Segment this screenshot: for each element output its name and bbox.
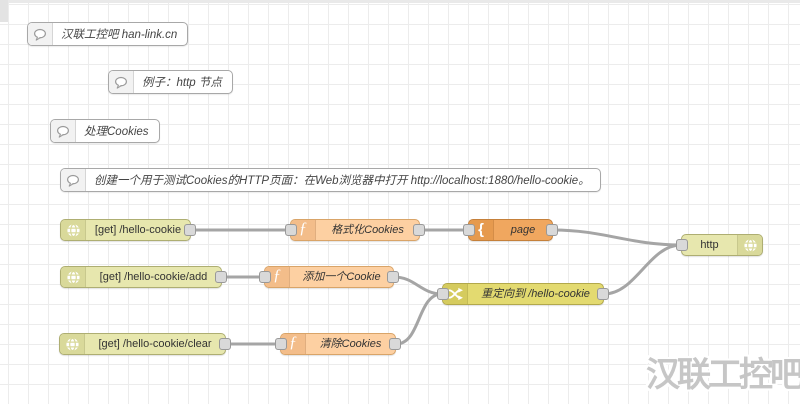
input-port[interactable] (275, 338, 287, 350)
output-port[interactable] (389, 338, 401, 350)
comment-node-handle-cookies[interactable]: 处理Cookies (50, 119, 160, 143)
node-label: 添加一个Cookie (302, 271, 381, 283)
output-port[interactable] (219, 338, 231, 350)
input-port[interactable] (437, 288, 449, 300)
node-label: 格式化Cookies (331, 224, 404, 236)
globe-icon (61, 267, 86, 287)
output-port[interactable] (546, 224, 558, 236)
comment-bubble-icon (61, 169, 86, 191)
comment-node-example[interactable]: 例子：http 节点 (108, 70, 233, 94)
globe-icon (61, 220, 86, 240)
output-port[interactable] (387, 271, 399, 283)
comment-label: 处理Cookies (84, 126, 149, 138)
wire-redirect-to-http[interactable] (602, 243, 683, 296)
input-port[interactable] (259, 271, 271, 283)
comment-bubble-icon (51, 120, 76, 142)
globe-icon (737, 235, 762, 255)
output-port[interactable] (215, 271, 227, 283)
node-label: http (700, 239, 719, 251)
node-function-clear-cookies[interactable]: ƒ 清除Cookies (275, 333, 401, 355)
input-port[interactable] (463, 224, 475, 236)
comment-label: 创建一个用于测试Cookies的HTTP页面：在Web浏览器中打开 http:/… (94, 175, 590, 187)
globe-icon (60, 334, 85, 354)
node-http-response[interactable]: http (676, 234, 763, 256)
node-http-in-hello-cookie-add[interactable]: [get] /hello-cookie/add (60, 266, 227, 288)
wire-page-to-http[interactable] (551, 228, 683, 247)
output-port[interactable] (597, 288, 609, 300)
comment-bubble-icon (109, 71, 134, 93)
input-port[interactable] (676, 239, 688, 251)
comment-bubble-icon (28, 23, 53, 45)
function-icon: ƒ (281, 334, 306, 354)
node-label: page (510, 224, 536, 236)
node-label: 清除Cookies (319, 338, 382, 350)
node-label: [get] /hello-cookie (94, 224, 182, 236)
canvas-top-edge (0, 0, 800, 3)
input-port[interactable] (285, 224, 297, 236)
output-port[interactable] (413, 224, 425, 236)
node-function-add-cookie[interactable]: ƒ 添加一个Cookie (259, 266, 399, 288)
node-template-page[interactable]: { page (463, 219, 558, 241)
node-label: [get] /hello-cookie/clear (98, 338, 212, 350)
node-label: 重定向到 /hello-cookie (481, 288, 590, 300)
watermark-text: 汉联工控吧 (646, 356, 800, 394)
wire-addcookie-to-redirect[interactable] (392, 275, 444, 296)
node-http-in-hello-cookie[interactable]: [get] /hello-cookie (60, 219, 196, 241)
shuffle-icon (443, 284, 468, 304)
function-icon: ƒ (291, 220, 316, 240)
node-change-redirect[interactable]: 重定向到 /hello-cookie (437, 283, 609, 305)
node-http-in-hello-cookie-clear[interactable]: [get] /hello-cookie/clear (59, 333, 231, 355)
wire-clearcookies-to-redirect[interactable] (394, 292, 444, 346)
comment-label: 汉联工控吧 han-link.cn (61, 29, 178, 41)
template-brace-icon: { (469, 220, 494, 240)
comment-node-brand[interactable]: 汉联工控吧 han-link.cn (27, 22, 189, 46)
output-port[interactable] (184, 224, 196, 236)
comment-node-description[interactable]: 创建一个用于测试Cookies的HTTP页面：在Web浏览器中打开 http:/… (60, 168, 601, 192)
comment-label: 例子：http 节点 (142, 77, 222, 89)
node-label: [get] /hello-cookie/add (99, 271, 208, 283)
function-icon: ƒ (265, 267, 290, 287)
node-function-format-cookies[interactable]: ƒ 格式化Cookies (285, 219, 425, 241)
canvas-corner (0, 0, 8, 22)
